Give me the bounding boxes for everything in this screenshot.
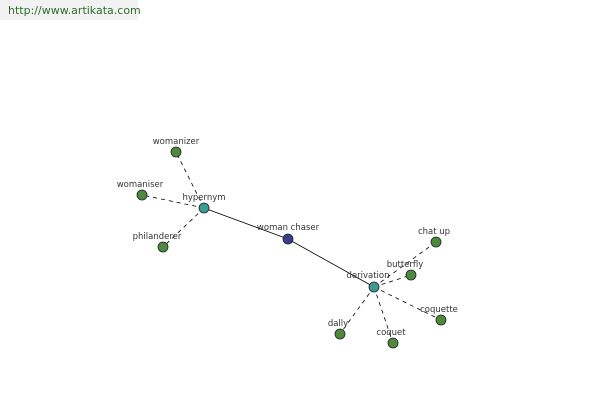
- node-center-label: woman chaser: [257, 223, 320, 233]
- node-butterfly-dot[interactable]: [405, 269, 417, 281]
- node-derivation[interactable]: derivation: [346, 271, 390, 293]
- node-dally-label: dally: [328, 319, 348, 329]
- edge-hypernym-womaniser: [141, 194, 205, 209]
- node-dally[interactable]: dally: [328, 319, 348, 340]
- node-coquette-label: coquette: [420, 305, 458, 315]
- node-coquet-dot[interactable]: [387, 337, 399, 349]
- node-coquette[interactable]: coquette: [420, 305, 458, 326]
- edge-derivation-butterfly: [373, 274, 412, 288]
- edge-derivation-coquette: [373, 286, 442, 321]
- node-center-dot[interactable]: [282, 233, 294, 245]
- node-chat-up[interactable]: chat up: [418, 227, 450, 248]
- node-philanderer-dot[interactable]: [157, 241, 169, 253]
- edge-derivation-dally: [339, 286, 375, 335]
- node-womanizer[interactable]: womanizer: [153, 137, 200, 158]
- node-coquet[interactable]: coquet: [376, 328, 406, 349]
- node-dally-dot[interactable]: [334, 328, 346, 340]
- node-womanizer-label: womanizer: [153, 137, 200, 147]
- node-philanderer-label: philanderer: [133, 232, 182, 242]
- node-butterfly-label: butterfly: [387, 260, 424, 270]
- node-hypernym-label: hypernym: [182, 193, 225, 203]
- edge-hypernym-philanderer: [162, 207, 205, 248]
- edge-hypernym-womanizer: [175, 151, 205, 209]
- node-derivation-dot[interactable]: [368, 281, 380, 293]
- node-womaniser[interactable]: womaniser: [117, 180, 164, 201]
- node-coquet-label: coquet: [376, 328, 406, 338]
- node-chat-up-dot[interactable]: [430, 236, 442, 248]
- edge-center-derivation: [287, 238, 375, 288]
- node-center[interactable]: woman chaser: [257, 223, 320, 245]
- node-philanderer[interactable]: philanderer: [133, 232, 182, 253]
- node-womaniser-dot[interactable]: [136, 189, 148, 201]
- graph-nodes: woman chaser hypernym derivation womanizer w…: [117, 137, 458, 349]
- node-hypernym[interactable]: hypernym: [182, 193, 226, 214]
- graph-edges: [141, 151, 442, 344]
- site-url[interactable]: http://www.artikata.com: [0, 0, 141, 20]
- node-butterfly[interactable]: butterfly: [387, 260, 424, 281]
- node-chat-up-label: chat up: [418, 227, 450, 237]
- node-womaniser-label: womaniser: [117, 180, 164, 190]
- edge-derivation-coquet: [373, 286, 394, 344]
- node-womanizer-dot[interactable]: [170, 146, 182, 158]
- node-coquette-dot[interactable]: [435, 314, 447, 326]
- edge-center-hypernym: [203, 207, 289, 240]
- node-hypernym-dot[interactable]: [198, 202, 210, 214]
- node-derivation-label: derivation: [346, 271, 389, 281]
